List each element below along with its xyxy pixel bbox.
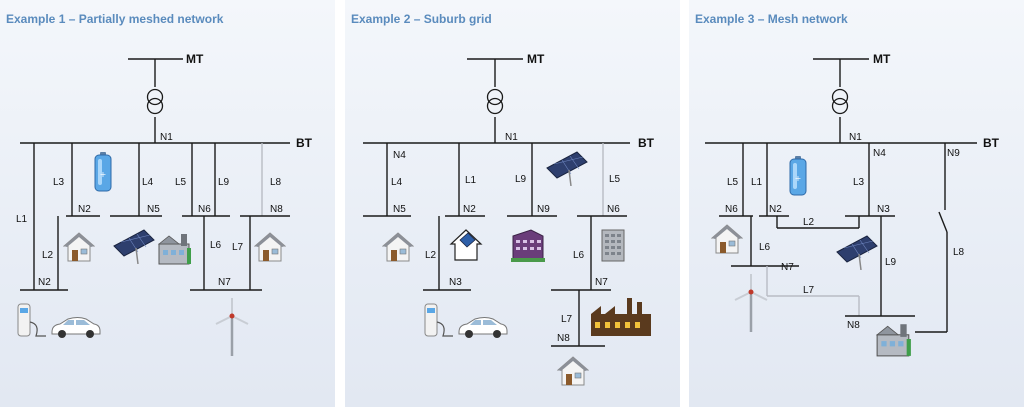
transformer-icon [146,88,164,115]
apartment-building-icon [511,229,545,262]
node-label-n1: N1 [505,132,518,143]
node-label-n7: N7 [595,277,608,288]
line-label-l9: L9 [885,257,897,268]
line-label-l8: L8 [953,247,965,258]
transformer-icon [486,88,504,115]
line-label-l1: L1 [465,175,477,186]
line-label-l2: L2 [42,250,54,261]
line-label-l8: L8 [270,177,282,188]
line-label-l9: L9 [218,177,230,188]
node-label-n9: N9 [947,148,960,159]
node-label-n7: N7 [781,262,794,273]
node-label-n6: N6 [725,204,738,215]
node-label-n8: N8 [270,204,283,215]
mt-label: MT [527,52,545,66]
node-label-n7: N7 [218,277,231,288]
wind-turbine-icon [214,296,250,356]
solar-house-icon [450,229,482,261]
electric-car-icon [51,316,101,339]
node-label-n2: N2 [463,204,476,215]
panel-example-2: Example 2 – Suburb grid MT BT N1 N4 L4 N… [345,0,680,407]
wind-turbine-icon [733,272,769,332]
line-label-l4: L4 [391,177,403,188]
panel-title: Example 2 – Suburb grid [351,12,492,26]
line-label-l5: L5 [175,177,187,188]
house-icon [63,232,95,262]
node-label-n2: N2 [769,204,782,215]
panel-title: Example 1 – Partially meshed network [6,12,224,26]
line-label-l9: L9 [515,174,527,185]
node-label-n9: N9 [537,204,550,215]
node-label-n2b: N2 [38,277,51,288]
line-label-l7: L7 [803,285,815,296]
ev-charger-icon [17,303,46,337]
node-label-n8: N8 [557,333,570,344]
open-switch [938,211,948,233]
line-label-l1: L1 [751,177,763,188]
line-label-l3: L3 [853,177,865,188]
line-label-l7: L7 [561,314,573,325]
house-icon [557,356,589,386]
node-label-n5: N5 [147,204,160,215]
bt-label: BT [296,136,313,150]
line-label-l2: L2 [425,250,437,261]
node-label-n1: N1 [849,132,862,143]
line-label-l4: L4 [142,177,154,188]
line-label-l1: L1 [16,214,28,225]
transformer-icon [831,88,849,115]
node-label-n8: N8 [847,320,860,331]
line-label-l6: L6 [759,242,771,253]
office-building-icon [601,229,625,262]
ev-charger-icon [424,303,453,337]
solar-panel-icon [836,235,878,270]
bt-label: BT [983,136,1000,150]
house-icon [711,224,743,254]
factory-icon [876,323,912,357]
house-icon [382,232,414,262]
battery-icon [789,156,807,196]
electric-car-icon [458,316,508,339]
line-label-l5: L5 [609,174,621,185]
line-label-l6: L6 [573,250,585,261]
battery-icon [94,152,112,192]
mt-label: MT [186,52,204,66]
panel-title: Example 3 – Mesh network [695,12,848,26]
node-label-n5: N5 [393,204,406,215]
bt-label: BT [638,136,655,150]
panel-example-3: Example 3 – Mesh network MT BT N1 L5 N6 … [689,0,1024,407]
line-label-l5: L5 [727,177,739,188]
network-diagram-2: MT BT N1 N4 L4 N5 L1 N2 L2 N3 L9 N9 [363,52,655,386]
line-label-l6: L6 [210,240,222,251]
mt-label: MT [873,52,891,66]
node-label-n4: N4 [873,148,886,159]
node-label-n1: N1 [160,132,173,143]
node-label-n3: N3 [449,277,462,288]
line-label-l3: L3 [53,177,65,188]
panel-example-1: Example 1 – Partially meshed network MT … [0,0,335,407]
network-diagram-3: MT BT N1 L5 N6 L1 N2 L2 N4 L3 N3 L9 [705,52,1000,357]
line-label-l2: L2 [803,217,815,228]
house-icon [254,232,286,262]
node-label-n2a: N2 [78,204,91,215]
node-label-n4: N4 [393,150,406,161]
solar-panel-icon [546,151,588,186]
line-label-l7: L7 [232,242,244,253]
factory-icon [591,298,651,336]
node-label-n3: N3 [877,204,890,215]
network-diagram-1: MT BT N1 L1 L3 N2 L2 N2 L4 N5 L5 [16,52,313,356]
node-label-n6: N6 [198,204,211,215]
solar-panel-icon [113,229,155,264]
factory-icon [158,233,192,265]
node-label-n6: N6 [607,204,620,215]
